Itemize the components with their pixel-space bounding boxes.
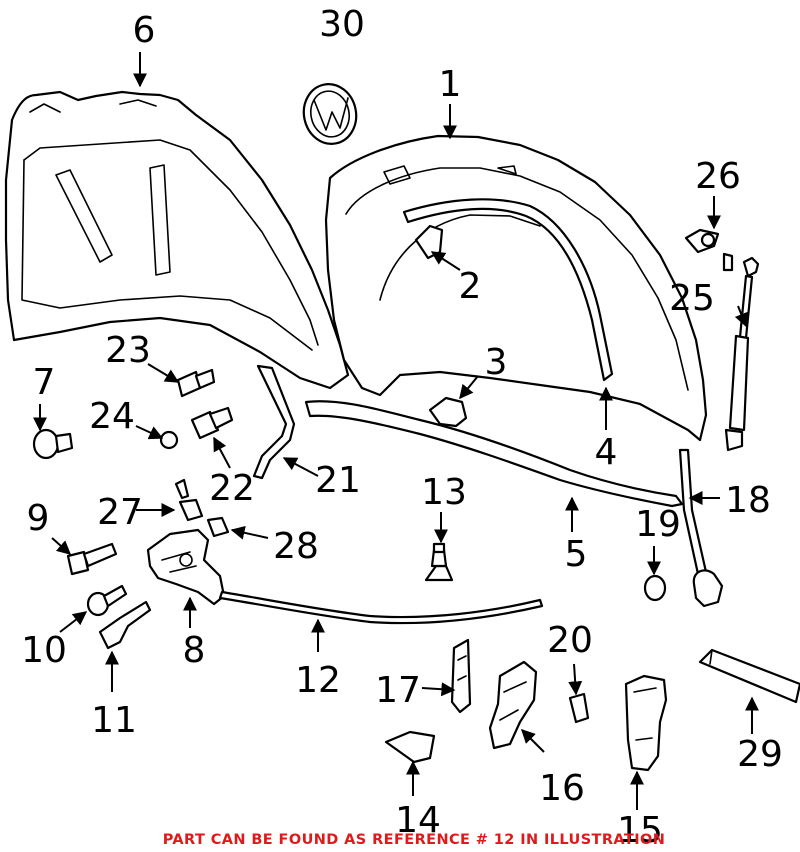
callout-20: 20 bbox=[547, 620, 593, 661]
hood-outer-panel bbox=[324, 134, 708, 442]
latch-bracket bbox=[98, 600, 152, 650]
callout-3: 3 bbox=[485, 342, 508, 383]
callout-18: 18 bbox=[725, 480, 771, 521]
rivet-clip bbox=[32, 428, 74, 460]
prop-rod bbox=[678, 448, 724, 608]
cable-guide-bracket bbox=[252, 364, 296, 480]
insulator-pad bbox=[384, 730, 436, 764]
callout-22: 22 bbox=[209, 468, 255, 509]
hood-seal-strip bbox=[402, 198, 614, 382]
callout-28: 28 bbox=[273, 526, 319, 567]
latch-cover bbox=[624, 674, 668, 772]
trim-strip bbox=[698, 648, 800, 704]
callout-14: 14 bbox=[395, 800, 441, 841]
bolt-10 bbox=[86, 584, 128, 617]
callout-10: 10 bbox=[21, 630, 67, 671]
callout-5: 5 bbox=[565, 534, 588, 575]
callout-9: 9 bbox=[27, 498, 50, 539]
hood-bolt-upper bbox=[176, 368, 216, 398]
callout-11: 11 bbox=[91, 700, 137, 741]
callout-1: 1 bbox=[439, 64, 462, 105]
reference-note: PART CAN BE FOUND AS REFERENCE # 12 IN I… bbox=[163, 832, 666, 848]
rubber-pad bbox=[428, 396, 468, 428]
callout-21: 21 bbox=[315, 460, 361, 501]
callout-24: 24 bbox=[89, 396, 135, 437]
plastic-nut bbox=[159, 430, 179, 450]
clip-27 bbox=[174, 478, 204, 522]
callout-8: 8 bbox=[183, 630, 206, 671]
callout-26: 26 bbox=[695, 156, 741, 197]
callout-16: 16 bbox=[539, 768, 585, 809]
callout-23: 23 bbox=[105, 330, 151, 371]
callout-6: 6 bbox=[133, 10, 156, 51]
callout-29: 29 bbox=[737, 734, 783, 775]
callout-numbers: 1 2 3 4 5 6 7 8 9 10 11 12 13 14 15 16 1… bbox=[21, 4, 783, 851]
release-cable bbox=[218, 590, 544, 625]
callout-7: 7 bbox=[33, 362, 56, 403]
callout-30: 30 bbox=[319, 4, 365, 45]
hood-hinge bbox=[488, 660, 538, 750]
callout-12: 12 bbox=[295, 660, 341, 701]
callout-27: 27 bbox=[97, 492, 143, 533]
hood-latch bbox=[146, 528, 226, 606]
callout-17: 17 bbox=[375, 670, 421, 711]
emblem-badge bbox=[302, 83, 358, 145]
callout-25: 25 bbox=[669, 278, 715, 319]
callout-4: 4 bbox=[595, 432, 618, 473]
clip-28 bbox=[206, 516, 230, 538]
hinge-clip bbox=[568, 692, 590, 724]
hinge-plate bbox=[450, 638, 472, 714]
washer bbox=[643, 574, 667, 602]
bolt-9 bbox=[66, 542, 118, 576]
callout-13: 13 bbox=[421, 472, 467, 513]
bumper-clip bbox=[414, 224, 444, 260]
callout-19: 19 bbox=[635, 504, 681, 545]
grommet bbox=[424, 542, 454, 582]
callout-leaders bbox=[33, 52, 759, 810]
hood-bolt-lower bbox=[190, 406, 234, 440]
callout-15: 15 bbox=[617, 810, 663, 851]
hood-inner-panel bbox=[4, 90, 350, 390]
callout-2: 2 bbox=[459, 266, 482, 307]
front-seal bbox=[304, 400, 684, 508]
